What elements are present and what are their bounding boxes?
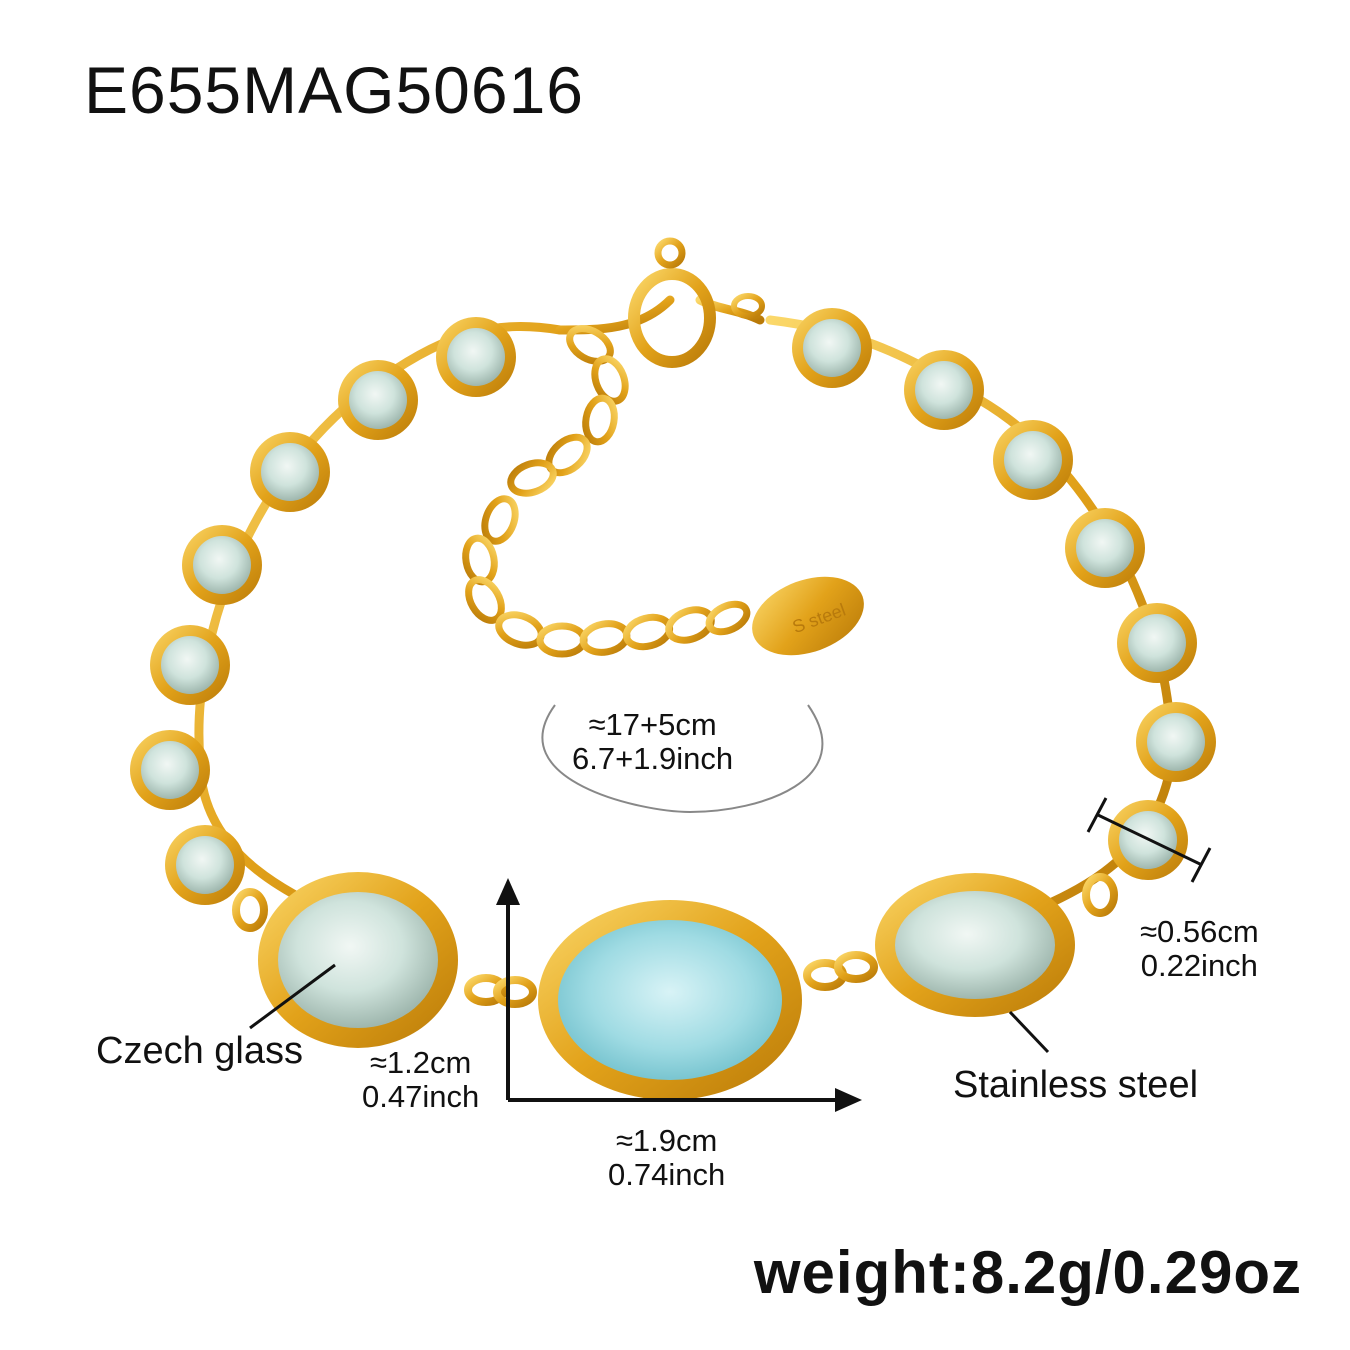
lobster-clasp	[628, 237, 765, 368]
length-inch: 6.7+1.9inch	[572, 741, 734, 776]
small-stone	[1065, 508, 1145, 588]
length-dimension: ≈17+5cm 6.7+1.9inch	[572, 708, 733, 776]
small-stone	[1117, 603, 1197, 683]
dimension-arrows	[496, 878, 862, 1112]
weight-label: weight:8.2g/0.29oz	[753, 1239, 1302, 1306]
steel-tag: S steel	[752, 576, 864, 656]
oval-stone-right	[875, 873, 1075, 1017]
stainless-steel-label: Stainless steel	[953, 1064, 1199, 1106]
callout-czech-glass	[249, 963, 336, 1030]
small-stone	[182, 525, 262, 605]
small-stones	[130, 308, 1216, 905]
oval-height-dimension: ≈1.2cm 0.47inch	[362, 1046, 479, 1114]
oval-stone-left	[258, 872, 458, 1048]
product-code: E655MAG50616	[84, 53, 585, 127]
small-stone-dimension: ≈0.56cm 0.22inch	[1140, 915, 1259, 983]
small-stone	[904, 350, 984, 430]
small-stone	[436, 317, 516, 397]
small-stone-inch: 0.22inch	[1140, 948, 1258, 983]
small-stone	[792, 308, 872, 388]
extension-chain	[462, 325, 751, 658]
oval-width-cm: ≈1.9cm	[615, 1123, 718, 1158]
small-stone	[130, 730, 210, 810]
oval-width-dimension: ≈1.9cm 0.74inch	[608, 1124, 725, 1192]
small-stone-measure	[1086, 797, 1212, 883]
oval-links	[232, 873, 1118, 1008]
length-arc	[541, 704, 824, 814]
oval-width-inch: 0.74inch	[608, 1157, 726, 1192]
small-stone	[338, 360, 418, 440]
oval-height-cm: ≈1.2cm	[369, 1045, 472, 1080]
small-stone	[150, 625, 230, 705]
small-stone	[250, 432, 330, 512]
small-stone	[993, 420, 1073, 500]
oval-stone-center	[538, 900, 802, 1100]
length-cm: ≈17+5cm	[588, 707, 717, 742]
small-stone-cm: ≈0.56cm	[1140, 914, 1259, 949]
small-stone	[165, 825, 245, 905]
oval-height-inch: 0.47inch	[362, 1079, 480, 1114]
small-stone	[1136, 702, 1216, 782]
callout-stainless-steel	[1008, 1010, 1050, 1054]
czech-glass-label: Czech glass	[96, 1030, 303, 1072]
